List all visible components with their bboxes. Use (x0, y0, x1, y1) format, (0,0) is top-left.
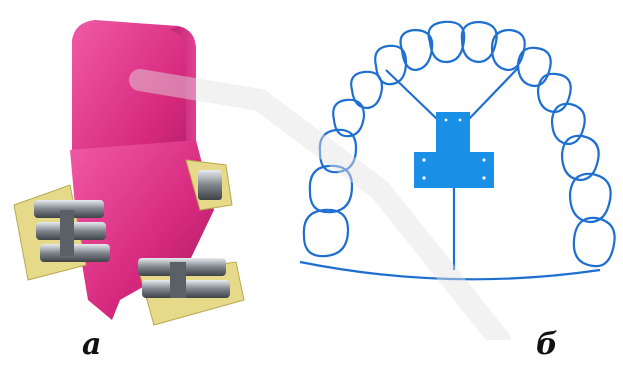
tooth (538, 74, 571, 112)
expander-block (414, 112, 494, 188)
tooth (304, 210, 348, 256)
left-screw (34, 200, 110, 262)
tooth (429, 22, 465, 62)
guide-line-left (386, 70, 438, 120)
tooth-row-right (462, 22, 615, 266)
caption-a: а (82, 327, 101, 362)
appliance-photo (0, 0, 300, 340)
tooth (574, 218, 615, 266)
right-screw (198, 170, 222, 200)
tooth (462, 22, 497, 62)
tooth (570, 174, 611, 222)
palate-base-line (300, 262, 600, 279)
dental-arch-drawing (290, 0, 623, 340)
guide-line-right (468, 68, 518, 120)
caption-b: б (536, 327, 558, 362)
tooth (351, 72, 382, 108)
